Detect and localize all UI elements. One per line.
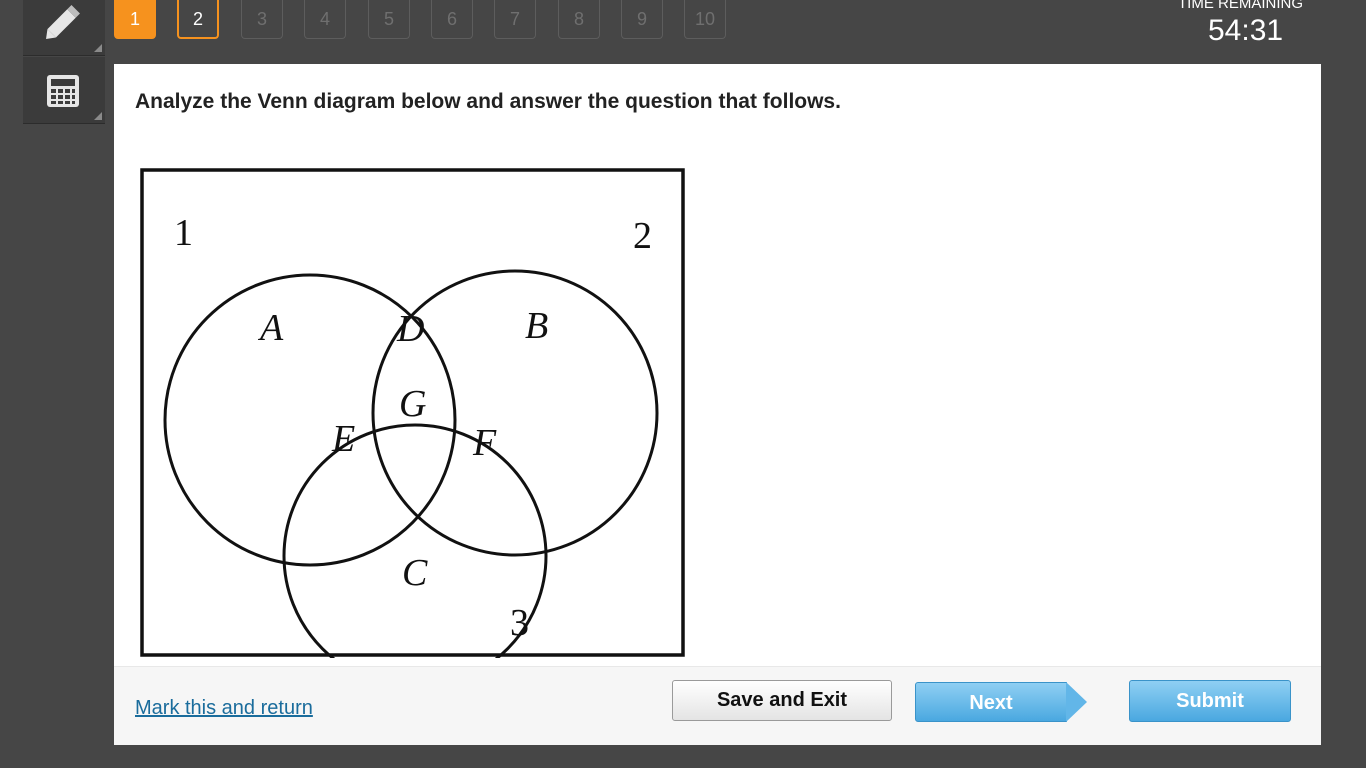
region-d-label: D [396, 308, 424, 350]
question-button-3[interactable]: 3 [241, 0, 283, 39]
set-3-label: 3 [510, 602, 529, 644]
question-button-7[interactable]: 7 [494, 0, 536, 39]
next-arrow-icon [1066, 682, 1087, 722]
region-a-label: A [257, 307, 284, 349]
submit-button[interactable]: Submit [1129, 680, 1291, 722]
save-and-exit-button[interactable]: Save and Exit [672, 680, 892, 721]
question-button-6[interactable]: 6 [431, 0, 473, 39]
question-button-2[interactable]: 2 [177, 0, 219, 39]
calculator-icon [47, 75, 79, 107]
timer-label: TIME REMAINING [1178, 0, 1304, 12]
mark-and-return-link[interactable]: Mark this and return [135, 697, 313, 719]
question-button-5[interactable]: 5 [368, 0, 410, 39]
next-button[interactable]: Next [915, 682, 1087, 722]
calculator-tool-button[interactable] [23, 57, 105, 124]
question-button-1[interactable]: 1 [114, 0, 156, 39]
set-3-circle [282, 423, 548, 658]
question-button-4[interactable]: 4 [304, 0, 346, 39]
next-button-label: Next [969, 692, 1013, 714]
universal-set-box [140, 168, 685, 657]
pencil-icon [46, 5, 80, 39]
question-button-8[interactable]: 8 [558, 0, 600, 39]
venn-diagram: 1 2 3 A D B G E F C [140, 168, 685, 658]
region-b-label: B [525, 305, 548, 347]
question-button-9[interactable]: 9 [621, 0, 663, 39]
question-button-10[interactable]: 10 [684, 0, 726, 39]
set-2-circle [371, 269, 659, 557]
pencil-tool-button[interactable] [23, 0, 105, 56]
tool-menu-indicator [94, 44, 102, 52]
timer-value: 54:31 [1208, 14, 1284, 47]
set-1-circle [163, 273, 457, 567]
region-e-label: E [331, 418, 355, 460]
region-c-label: C [402, 552, 428, 594]
question-footer: Mark this and return Save and Exit Next … [114, 666, 1321, 745]
set-2-label: 2 [633, 215, 652, 257]
region-f-label: F [472, 422, 497, 464]
question-prompt: Analyze the Venn diagram below and answe… [135, 90, 841, 113]
set-1-label: 1 [174, 212, 193, 254]
tool-menu-indicator [94, 112, 102, 120]
region-g-label: G [399, 383, 426, 425]
question-panel: Analyze the Venn diagram below and answe… [114, 64, 1321, 745]
